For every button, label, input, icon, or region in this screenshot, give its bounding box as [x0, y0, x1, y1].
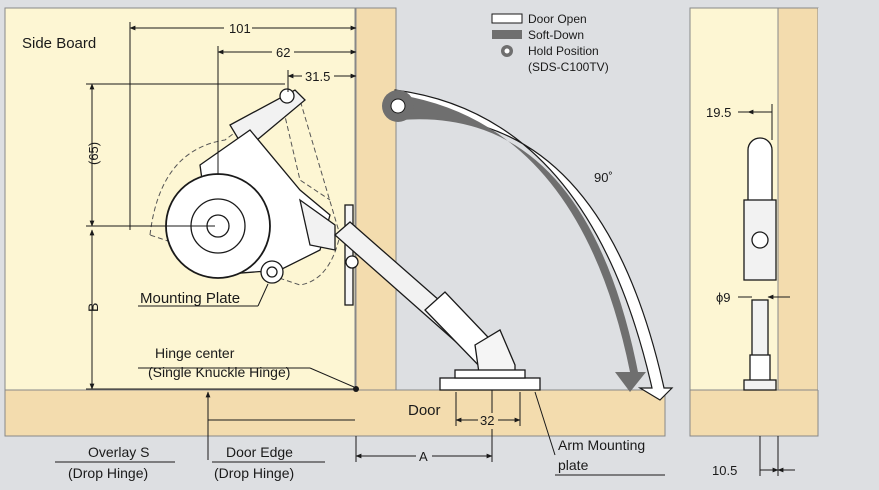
- soft-down-arc: [400, 95, 646, 392]
- legend-soft-down: Soft-Down: [528, 28, 584, 42]
- side-view-hinge: [743, 137, 777, 391]
- dim-32: 32: [480, 413, 494, 428]
- legend-door-open: Door Open: [528, 12, 587, 26]
- door-open-arc: [394, 89, 674, 401]
- dim-62-bg: [272, 44, 294, 60]
- side-view-gap: [818, 8, 879, 390]
- side-board-edge: [355, 7, 397, 437]
- legend-door-open-swatch: [491, 13, 523, 24]
- legend-model: (SDS-C100TV): [528, 60, 609, 74]
- dim-b: B: [85, 303, 101, 312]
- mounting-plate-label: Mounting Plate: [140, 290, 240, 307]
- plate-label: plate: [558, 457, 589, 473]
- side-board-label: Side Board: [22, 35, 96, 52]
- legend: Door Open Soft-Down Hold Position (SDS-C…: [491, 12, 609, 74]
- single-knuckle-label: (Single Knuckle Hinge): [148, 364, 290, 380]
- dim-65: (65): [86, 142, 101, 165]
- hinge-center-label: Hinge center: [155, 345, 235, 361]
- dim-10-5: 10.5: [712, 463, 737, 478]
- dim-phi-9: ϕ9: [716, 290, 731, 305]
- dim-31-5-bg: [302, 68, 334, 84]
- legend-hold-swatch-inner: [504, 48, 510, 54]
- door-label: Door: [408, 402, 441, 419]
- legend-hold-position: Hold Position: [528, 44, 599, 58]
- angle-label: 90˚: [594, 170, 613, 185]
- drop-hinge-label-2: (Drop Hinge): [214, 465, 294, 481]
- dim-32-bg: [478, 413, 498, 429]
- dim-19-5: 19.5: [706, 105, 731, 120]
- dim-101: 101: [229, 21, 251, 36]
- dim-62: 62: [276, 45, 290, 60]
- arm-mounting-plate: [439, 329, 541, 391]
- damper-assembly: [165, 88, 354, 306]
- legend-soft-down-swatch: [492, 30, 522, 39]
- overlay-s-label: Overlay S: [88, 444, 149, 460]
- side-view-door: [689, 389, 819, 437]
- dim-101-bg: [224, 20, 252, 36]
- door-panel: [4, 389, 666, 437]
- side-view-edge: [777, 7, 819, 437]
- dim-a-bg: [416, 448, 432, 464]
- door-edge-label: Door Edge: [226, 444, 293, 460]
- dim-31-5: 31.5: [305, 69, 330, 84]
- drop-hinge-label-1: (Drop Hinge): [68, 465, 148, 481]
- dim-a: A: [419, 449, 428, 464]
- arm-mounting-label: Arm Mounting: [558, 437, 645, 453]
- hold-position-marker-inner: [390, 98, 406, 114]
